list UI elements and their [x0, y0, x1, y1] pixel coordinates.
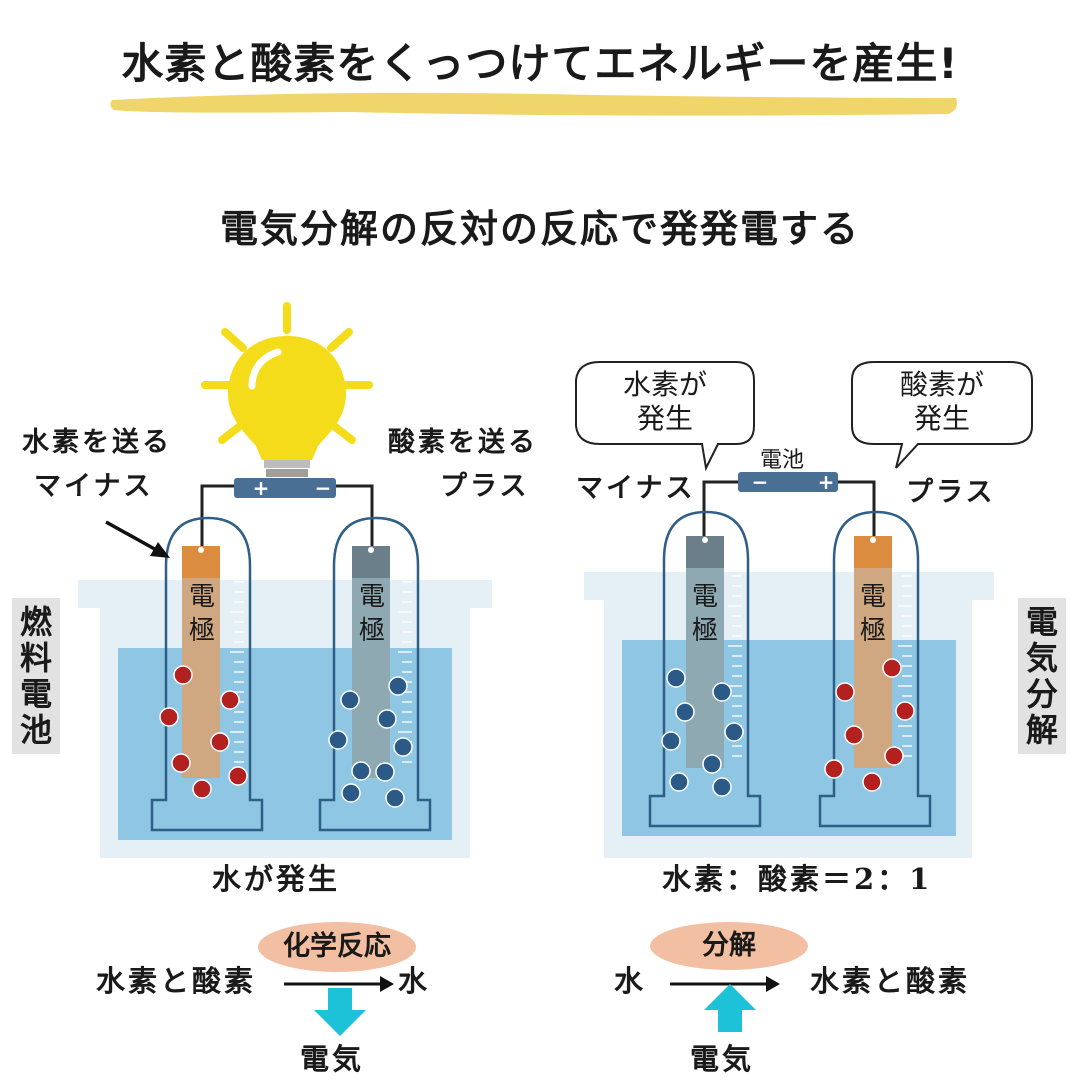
- battery-minus-sign: −: [314, 476, 332, 500]
- battery: [738, 472, 838, 492]
- plus-particles: [328, 676, 413, 808]
- reaction-arrow-icon: [670, 976, 780, 992]
- test-tubes: [150, 516, 432, 832]
- water-reactant-text: 水: [614, 964, 647, 998]
- output-down-arrow-icon: [314, 988, 366, 1036]
- battery-minus-sign: −: [751, 470, 769, 494]
- oxygen-feed-label: 酸素を送る: [388, 427, 538, 458]
- plus-label: プラス: [440, 471, 530, 502]
- headline-highlight: [110, 92, 957, 116]
- battery-plus-sign: +: [252, 476, 270, 500]
- headline: 水素と酸素をくっつけてエネルギーを産生!: [121, 39, 959, 88]
- hydrogen-bubble-text: 水素が 発生: [576, 368, 754, 436]
- water-generated-caption: 水が発生: [212, 862, 341, 896]
- right-electrode: [352, 578, 390, 778]
- electricity-output-text: 電気: [300, 1042, 365, 1076]
- minus-label: マイナス: [576, 473, 696, 504]
- input-up-arrow-icon: [704, 984, 756, 1032]
- product-text: 水: [398, 964, 431, 998]
- hydrogen-bubble-line1: 水素が: [622, 368, 707, 401]
- battery-plus-sign: +: [817, 470, 835, 494]
- test-tubes: [648, 510, 932, 828]
- plus-particles: [661, 668, 744, 797]
- minus-particles: [159, 665, 248, 799]
- hydrogen-bubble-line2: 発生: [636, 402, 693, 435]
- reactants-text: 水素と酸素: [96, 964, 257, 998]
- oxygen-bubble: [851, 361, 1033, 469]
- decomposition-pill: 分解: [650, 922, 808, 970]
- products-text: 水素と酸素: [810, 964, 971, 998]
- pointer-arrow-icon: [105, 520, 170, 558]
- battery: [234, 478, 336, 498]
- minus-label: マイナス: [34, 471, 154, 502]
- fuel-cell-tag: 燃料電池: [12, 598, 60, 754]
- electricity-input-text: 電気: [690, 1042, 755, 1076]
- left-electrode-label: 電極: [691, 582, 718, 646]
- bulb-rays: [201, 302, 373, 444]
- hydrogen-bubble: [575, 361, 755, 472]
- electrolysis-tag: 電気分解: [1018, 598, 1066, 754]
- hydrogen-feed-label: 水素を送る: [22, 427, 172, 458]
- reaction-arrow-icon: [284, 976, 394, 992]
- electrolysis-diagram: [575, 361, 1033, 858]
- fuel-cell-tag-text: 燃料電池: [19, 603, 52, 749]
- subtitle: 電気分解の反対の反応で発発電する: [219, 206, 860, 251]
- oxygen-bubble-line1: 酸素が: [899, 368, 984, 401]
- fuel-cell-diagram: [78, 302, 492, 858]
- oxygen-bubble-text: 酸素が 発生: [852, 368, 1032, 436]
- right-electrode-label: 電極: [859, 582, 886, 646]
- light-bulb-icon: [228, 336, 346, 496]
- battery-label: 電池: [760, 448, 805, 473]
- left-electrode: [686, 568, 724, 768]
- ratio-caption: 水素：酸素＝2：1: [662, 862, 933, 896]
- right-electrode-label: 電極: [358, 582, 385, 646]
- minus-particles: [824, 658, 915, 792]
- left-electrode-label: 電極: [188, 582, 215, 646]
- plus-label: プラス: [906, 477, 996, 508]
- chemical-reaction-pill: 化学反応: [258, 922, 416, 972]
- electrolysis-tag-text: 電気分解: [1025, 603, 1058, 749]
- oxygen-bubble-line2: 発生: [913, 402, 970, 435]
